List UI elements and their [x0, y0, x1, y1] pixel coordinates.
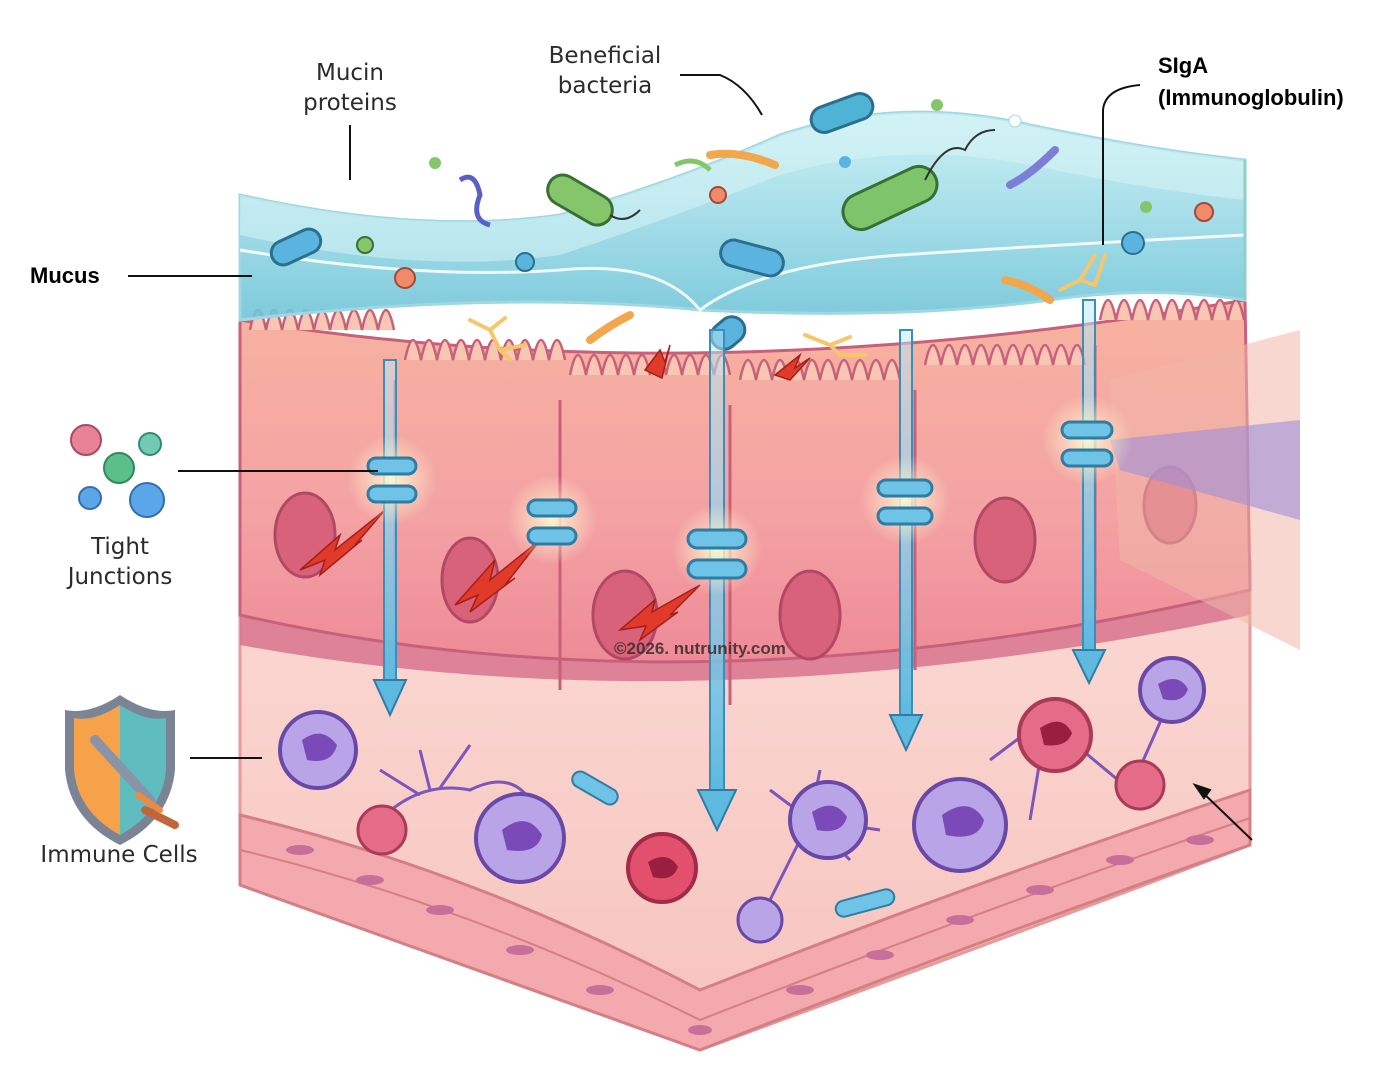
- mucin-proteins-label: Mucin proteins: [290, 58, 410, 118]
- mucus-label: Mucus: [30, 263, 100, 288]
- bacterium: [269, 227, 323, 267]
- lamina-propria: [238, 558, 1252, 1052]
- bacterium: [546, 173, 614, 227]
- tight-label-line2: Junctions: [67, 564, 173, 590]
- bacterium: [719, 238, 785, 278]
- mucin-label-line2: proteins: [303, 90, 397, 116]
- damage-bolts: [299, 344, 811, 643]
- tight-junctions-icon: [70, 424, 165, 518]
- bacterium: [841, 164, 939, 232]
- beneficial-bacteria-label: Beneficial bacteria: [530, 41, 680, 101]
- siga-label-line1: SIgA: [1158, 53, 1209, 78]
- siga-label-line2: (Immunoglobulin): [1158, 85, 1344, 110]
- immune-cells-label: Immune Cells: [40, 842, 198, 868]
- tight-label-line1: Tight: [91, 534, 149, 560]
- leader-lines: [128, 74, 1253, 841]
- watermark: ©2026. nutrunity.com: [614, 639, 786, 658]
- tight-junctions-label: Tight Junctions: [50, 532, 190, 592]
- bacteria: [269, 92, 1214, 351]
- mucin-label-line1: Mucin: [315, 60, 385, 86]
- immune-cells: [278, 656, 1206, 944]
- beneficial-label-line2: bacteria: [557, 73, 653, 99]
- tight-junctions: [347, 395, 1132, 595]
- beneficial-label-line1: Beneficial: [548, 43, 662, 69]
- mucus-layer: [238, 110, 1247, 322]
- siga-antibodies: [468, 253, 1107, 362]
- shield-icon: [65, 695, 179, 845]
- siga-label: SIgA (Immunoglobulin): [1158, 50, 1344, 114]
- bacterium: [809, 92, 875, 134]
